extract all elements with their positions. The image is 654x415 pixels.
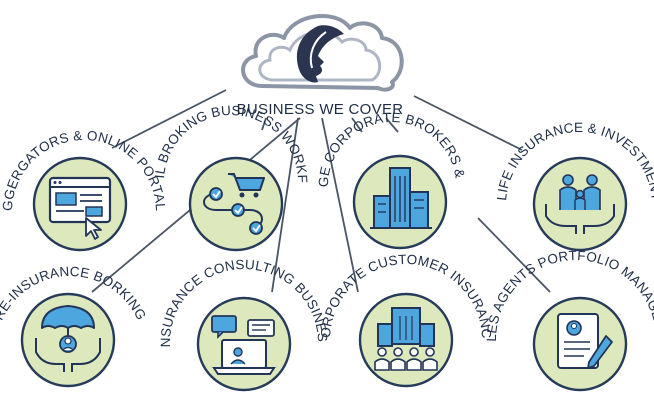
node-label: RETAIL BROKING BUSINESS WORKFLOW [0, 0, 310, 183]
connector-line [261, 117, 267, 131]
browser-window-icon [48, 176, 112, 240]
connector-line [351, 117, 363, 133]
center-title: BUSINESS WE COVER [237, 101, 404, 118]
connector-line [271, 117, 299, 293]
laptop-chat-icon [211, 315, 276, 375]
umbrella-person-icon [35, 305, 101, 372]
cart-workflow-icon [203, 173, 265, 235]
skyscraper-icon [370, 167, 432, 229]
office-people-icon [374, 307, 438, 371]
portfolio-pen-icon [557, 313, 613, 369]
connector-line [413, 95, 523, 151]
connector-line [385, 117, 399, 133]
connector-line [111, 89, 227, 149]
connector-line [477, 217, 551, 293]
node-label-text: RETAIL BROKING BUSINESS WORKFLOW [0, 0, 310, 183]
family-hands-icon [545, 174, 615, 234]
connector-line [321, 117, 359, 293]
cloud-face-logo [241, 13, 404, 92]
